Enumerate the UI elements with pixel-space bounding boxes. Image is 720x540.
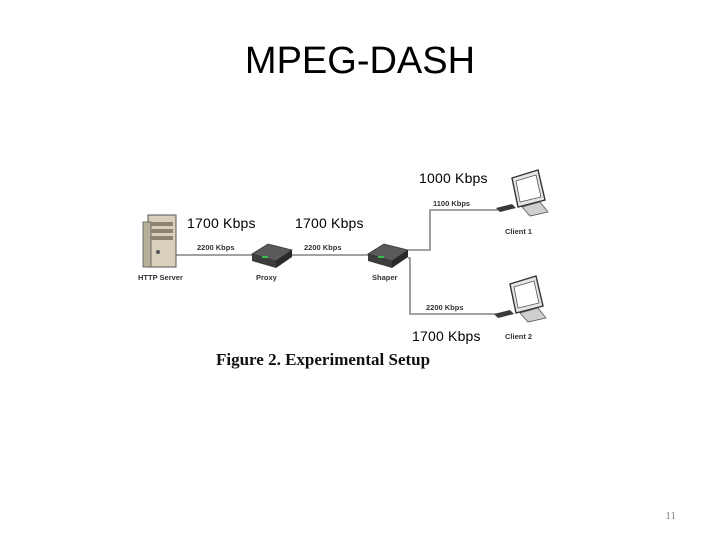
server-icon [142, 214, 177, 268]
client2-rate-annotation: 1700 Kbps [412, 328, 481, 344]
link-server-proxy-label: 2200 Kbps [197, 243, 235, 252]
link-shaper-client1 [408, 209, 500, 251]
shaper-label: Shaper [372, 273, 398, 282]
proxy-icon [251, 243, 293, 268]
slide-title: MPEG-DASH [244, 40, 476, 82]
link-proxy-shaper-label: 2200 Kbps [304, 243, 342, 252]
server-rate-annotation: 1700 Kbps [187, 215, 256, 231]
network-links [175, 209, 500, 315]
client1-label: Client 1 [505, 227, 532, 236]
server-label: HTTP Server [138, 273, 183, 282]
link-shaper-client2 [408, 257, 498, 315]
link-client1-label: 1100 Kbps [433, 199, 470, 208]
figure-caption: Figure 2. Experimental Setup [216, 350, 431, 369]
shaper-icon [367, 243, 409, 268]
client1-computer-icon [496, 169, 549, 217]
link-client2-label: 2200 Kbps [426, 303, 464, 312]
proxy-rate-annotation: 1700 Kbps [295, 215, 364, 231]
client2-label: Client 2 [505, 332, 532, 341]
page-number: 11 [665, 510, 676, 522]
proxy-label: Proxy [256, 273, 278, 282]
client1-rate-annotation: 1000 Kbps [419, 170, 488, 186]
client2-computer-icon [494, 275, 547, 323]
